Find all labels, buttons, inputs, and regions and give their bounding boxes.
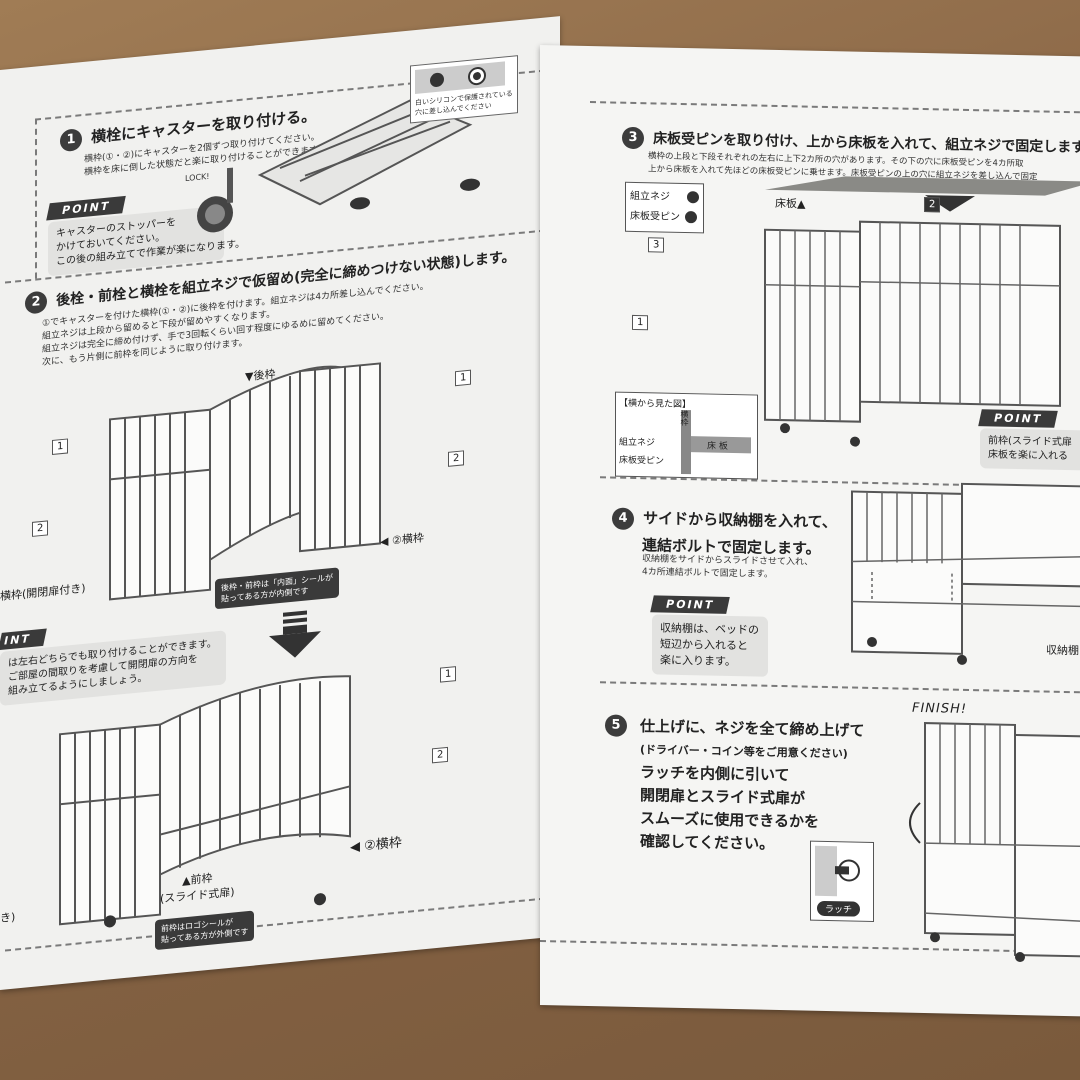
- screw-tag-1: 1: [52, 438, 69, 455]
- step4-point: POINT 収納棚は、ベッドの 短辺から入れると 楽に入ります。: [650, 592, 768, 677]
- latch-diagram: ラッチ: [810, 840, 874, 922]
- screw-icon: [687, 191, 700, 204]
- frame-assembly-illustration-1: [109, 362, 381, 601]
- screw-number: 1: [52, 438, 69, 455]
- frame-assembly-illustration-2: [59, 675, 351, 928]
- screw-number: 2: [448, 450, 465, 467]
- latch-label: ラッチ: [817, 900, 861, 917]
- side-view-body: 横枠 床 板 組立ネジ 床板受ピン: [619, 409, 754, 476]
- point-box: 収納棚は、ベッドの 短辺から入れると 楽に入ります。: [652, 614, 768, 677]
- step3-number: 3: [622, 126, 644, 150]
- parts-legend: 組立ネジ 床板受ピン: [625, 181, 705, 234]
- step1-number: 1: [60, 127, 82, 152]
- silicone-callout: 白いシリコンで保護されている 穴に差し込んでください: [410, 55, 518, 124]
- cut-label: き): [0, 910, 16, 925]
- tag-number: 2: [924, 197, 941, 213]
- step4-title-line-1: サイドから収納棚を入れて、: [643, 509, 837, 532]
- screw-tag-1c: 1: [440, 666, 457, 683]
- point-tag: POINT: [650, 595, 731, 614]
- step2-number: 2: [25, 290, 47, 315]
- step5-text: 仕上げに、ネジを全て締め上げて (ドライバー・コイン等をご用意ください) ラッチ…: [640, 715, 865, 858]
- point-tag: POINT: [978, 409, 1059, 428]
- legend-text: 床板受ピン: [630, 210, 680, 223]
- shelf-illustration: [851, 482, 1080, 665]
- finish-label: FINISH!: [912, 700, 968, 717]
- shelf-label: 収納棚: [1046, 643, 1079, 658]
- screw-tag-1b: 1: [455, 369, 472, 387]
- dashed-border-left: [35, 118, 37, 279]
- screw-tag-2b: 2: [448, 450, 465, 467]
- side-frame-illustration: [257, 99, 480, 210]
- screw-number: 1: [455, 369, 472, 387]
- step3-point: POINT 前枠(スライド式扉 床板を楽に入れる: [978, 406, 1080, 471]
- step4-text: 収納棚をサイドからスライドさせて入れ、 4カ所連結ボルトで固定します。: [642, 553, 813, 583]
- point-tag: INT: [0, 628, 47, 651]
- screw-number: 2: [32, 520, 49, 537]
- legend-pin: 床板受ピン: [630, 207, 699, 228]
- step-tag-2: 2: [924, 197, 941, 213]
- tag-number: 1: [632, 314, 649, 331]
- point-line: 楽に入ります。: [660, 653, 736, 669]
- point-box: 前枠(スライド式扉 床板を楽に入れる: [980, 428, 1080, 471]
- step-tag-1: 1: [632, 314, 649, 331]
- side-view-diagram: 【横から見た図】 横枠 床 板 組立ネジ 床板受ピン: [615, 391, 758, 480]
- crib-assembly-illustration: [764, 176, 1080, 447]
- legend-screw: 組立ネジ: [630, 187, 700, 208]
- screw-tag-2c: 2: [432, 746, 449, 764]
- hole-diagram: [415, 61, 505, 95]
- side-frame-text: 横枠: [680, 409, 689, 427]
- screw-text: 組立ネジ: [619, 437, 656, 449]
- pin-text: 床板受ピン: [619, 455, 665, 467]
- screw-number: 2: [432, 746, 449, 764]
- step4-number: 4: [612, 507, 634, 530]
- dashed-separator-2: [600, 681, 1080, 694]
- caster-illustration: [197, 167, 233, 233]
- screw-tag-2: 2: [32, 520, 49, 537]
- down-arrow-icon: [269, 610, 321, 658]
- pin-icon: [685, 211, 698, 224]
- step5-number: 5: [605, 714, 627, 737]
- instruction-sheet-left: 1 横栓にキャスターを取り付ける。 横枠(①・②)にキャスターを2個ずつ取り付け…: [0, 16, 560, 991]
- screw-number: 1: [440, 666, 457, 683]
- latch-icon: [815, 845, 860, 897]
- point-line: 床板を楽に入れる: [988, 449, 1068, 463]
- tag-number: 3: [648, 237, 665, 253]
- instruction-sheet-right: 3 床板受ピンを取り付け、上から床板を入れて、組立ネジで固定します 横枠の上段と…: [540, 45, 1080, 1017]
- board-text: 床 板: [707, 441, 728, 452]
- legend-text: 組立ネジ: [630, 190, 670, 203]
- dashed-border-top: [590, 101, 1080, 114]
- finished-crib-illustration: [909, 722, 1080, 963]
- step4-header: 4 サイドから収納棚を入れて、 連結ボルトで固定します。: [612, 507, 837, 559]
- step-tag-3: 3: [648, 237, 665, 253]
- step5-header: 5: [605, 714, 631, 737]
